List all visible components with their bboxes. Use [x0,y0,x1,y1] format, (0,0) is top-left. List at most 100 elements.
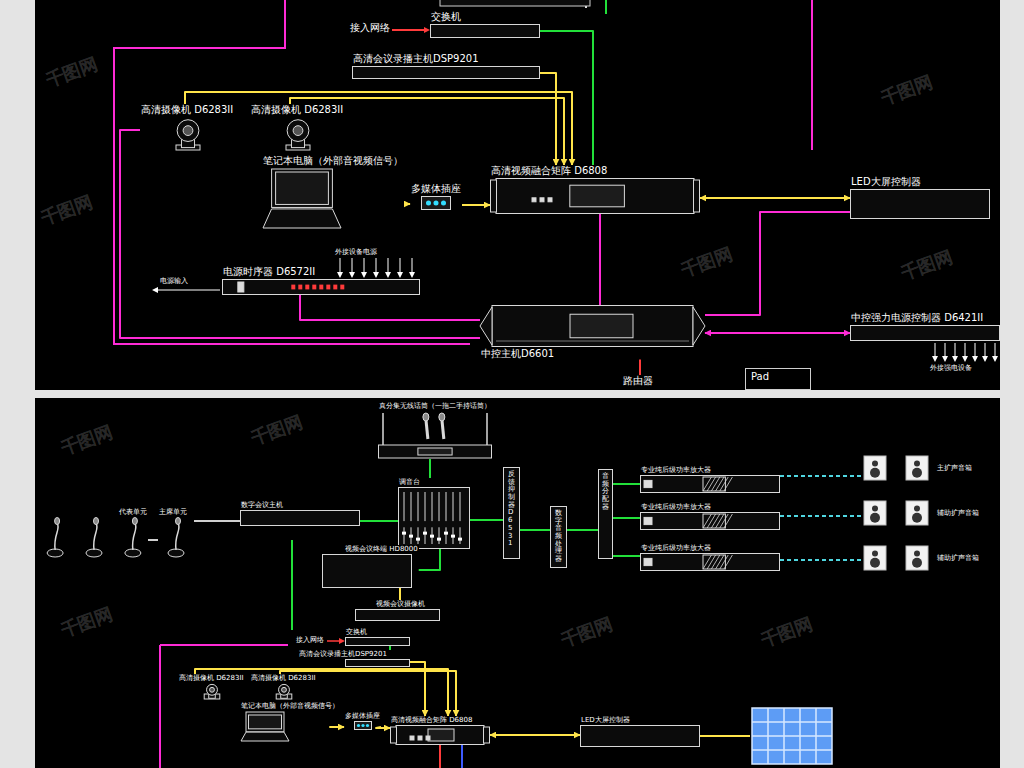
rect-shape [396,726,484,745]
rect-shape [326,284,330,289]
cable-wire [439,745,441,768]
circle-shape [872,461,878,467]
rect-shape [644,517,652,524]
wireless-icon [378,411,492,459]
rect-shape [864,546,886,570]
device-node: 高清视频融合矩阵 D6808 [390,716,490,745]
network-arrow [327,640,339,642]
device-label: 高清摄像机 D6283II [178,674,245,682]
sock-icon [354,721,372,730]
rect-shape [644,558,652,565]
power-input-line [158,290,220,291]
matrix-icon [390,725,490,745]
device-label: 视频会议终端 HD8000 [344,545,419,553]
circle-shape [361,724,364,727]
signal-line [780,559,862,561]
rect-shape [246,712,284,732]
path-shape [703,477,732,491]
device-label: 专业纯后级功率放大器 [640,466,712,474]
matrix-icon [490,178,700,214]
path-shape [94,523,97,550]
circle-shape [365,724,368,727]
device-label: 数字会议主机 [240,501,284,509]
rect-shape [906,546,928,570]
path-shape [404,492,460,544]
circle-shape [206,684,217,695]
path-shape [176,523,179,550]
polygon-shape [241,732,289,741]
device-label: 代表单元 [118,508,148,516]
device-label: 高清摄像机 D6283II [250,674,317,682]
device-label: 多媒体插座 [410,183,462,195]
ellipse-shape [439,413,445,421]
video-wire [700,735,750,737]
device-label: 主扩声音箱 [936,464,973,472]
device-node: 多媒体插座 [410,183,462,210]
control-wire [811,0,813,150]
vertical-rack: 音频分配器 [598,469,613,559]
rect-shape [532,197,536,201]
note-label: 接入网络 [296,636,324,644]
device-label: 高清会议录播主机DSP9201 [298,650,388,658]
rect-shape [418,448,452,455]
rect-shape [430,535,434,538]
rack-unit [345,659,410,667]
led-panel [752,708,832,764]
network-arrow [392,29,424,31]
signal-line [613,555,640,557]
watermark: 千图网 [38,191,96,229]
circle-shape [356,724,359,727]
circle-shape [872,506,878,512]
line-shape [496,341,689,342]
ellipse-shape [125,549,141,557]
spk-icon [862,545,930,571]
device-node: 中控强力电源控制器 D6421II [850,312,1000,341]
device-label: Pad [750,371,770,383]
rack-unit [355,609,440,621]
vertical-rack: 反馈抑制器 D6531 [503,467,520,559]
amp-icon [640,475,780,493]
power-arrows [152,258,998,362]
device-label: 专业纯后级功率放大器 [640,503,712,511]
rect-shape [418,736,422,740]
rect-shape [458,538,462,541]
rect-shape [437,538,441,541]
rect-shape [409,535,413,538]
circle-shape [914,551,920,557]
signal-line [613,517,640,519]
rect-shape [249,715,282,729]
signal-line [639,360,641,376]
signal-line [490,734,580,736]
rect-shape [864,501,886,525]
device-label: 电源时序器 D6572II [222,266,316,278]
line-shape [442,419,444,439]
amp-icon [640,512,780,530]
rect-shape [451,535,455,538]
circle-shape [872,551,878,557]
signal-line [567,529,598,531]
rect-shape [906,456,928,480]
rack-unit [322,554,412,588]
device-label: 高清摄像机 D6283II [140,104,234,116]
device-label: 辅助扩声音箱 [936,554,980,562]
note-label: 外接强电设备 [930,364,972,372]
device-node: 高清摄像机 D6283II [140,104,235,151]
circle-shape [912,513,922,523]
circle-shape [287,119,309,141]
arrow-heads [932,356,998,362]
device-node: 高清会议录播主机DSP9201 [298,650,410,667]
device-label: 视频会议摄像机 [375,600,426,608]
extra-wires [114,0,812,768]
circle-shape [426,200,431,205]
device-label: 中控主机D6601 [480,348,555,360]
rect-shape [391,727,397,743]
device-node: 交换机 [345,628,410,646]
device-node: 专业纯后级功率放大器 [640,466,780,493]
device-node: 高清摄像机 D6283II [250,674,317,700]
device-label: LED大屏控制器 [580,716,631,724]
device-label: 高清视频融合矩阵 D6808 [390,716,473,724]
arrow-heads [337,272,415,278]
cam-icon [271,683,297,700]
ellipse-shape [176,518,181,525]
